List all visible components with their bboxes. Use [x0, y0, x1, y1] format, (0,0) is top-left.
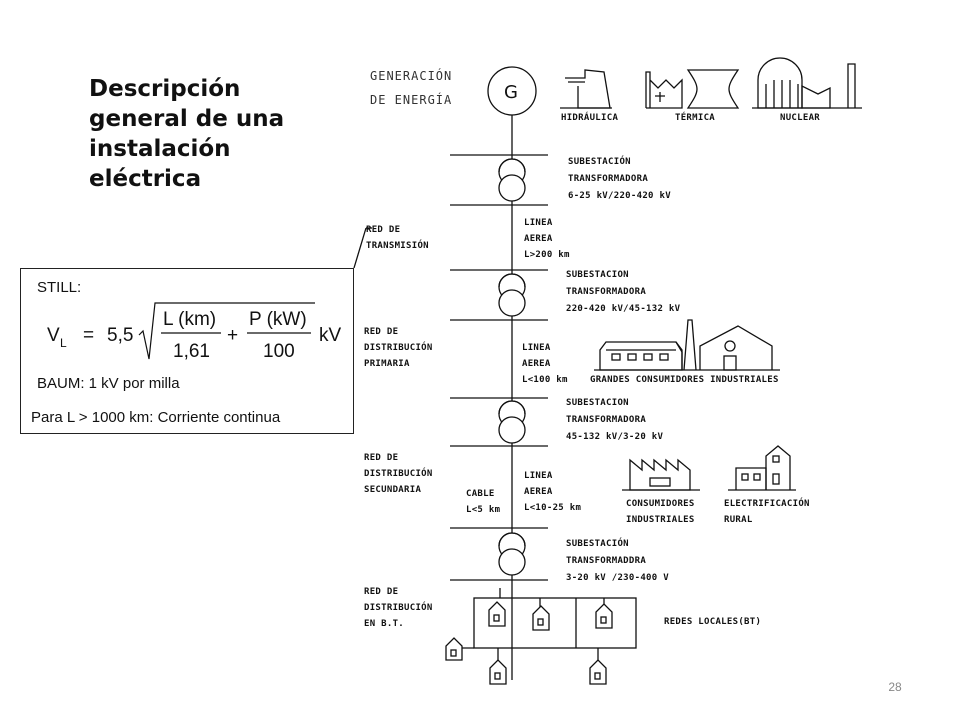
- transmission-network-label: RED DE: [366, 225, 400, 235]
- nuclear-label: NUCLEAR: [780, 113, 820, 123]
- cable-label: CABLE: [466, 489, 495, 499]
- industrial-consumers-label: CONSUMIDORES: [626, 499, 695, 509]
- substation-3-label: 45-132 kV/3-20 kV: [566, 432, 663, 442]
- transformer-icon: [498, 532, 526, 576]
- large-consumers-label: GRANDES CONSUMIDORES INDUSTRIALES: [590, 375, 779, 385]
- hydro-label: HIDRÁULICA: [561, 111, 618, 123]
- title-line: Descripción: [89, 76, 241, 102]
- house-icon: [488, 601, 506, 627]
- substation-4-label: 3-20 kV /230-400 V: [566, 573, 669, 583]
- house-icon: [445, 637, 463, 661]
- primary-network-label: PRIMARIA: [364, 359, 410, 369]
- line-2-label: L<100 km: [522, 375, 568, 385]
- house-icon: [589, 659, 607, 685]
- fraction-2-numerator: P (kW): [249, 309, 307, 330]
- secondary-network-label: SECUNDARIA: [364, 485, 421, 495]
- line-1-label: L>200 km: [524, 250, 570, 260]
- fraction-1-numerator: L (km): [163, 309, 216, 330]
- substation-3-label: SUBESTACION: [566, 398, 629, 408]
- title-line: instalación: [89, 136, 231, 162]
- secondary-network-label: DISTRIBUCIÓN: [364, 467, 433, 479]
- cable-label: L<5 km: [466, 505, 501, 515]
- still-formula: V L = 5,5 L (km) 1,61 + P (kW) 100 kV: [47, 302, 342, 362]
- formula-lhs: V: [47, 325, 60, 346]
- secondary-network-label: RED DE: [364, 453, 398, 463]
- fraction-1-denominator: 1,61: [173, 341, 210, 362]
- still-label: STILL:: [37, 279, 82, 296]
- slide-title: Descripción general de una instalación e…: [89, 74, 319, 194]
- substation-2-label: TRANSFORMADORA: [566, 287, 646, 297]
- dc-rule: Para L > 1000 km: Corriente continua: [31, 409, 281, 426]
- substation-2-label: SUBESTACION: [566, 270, 629, 280]
- generator-symbol: G: [504, 82, 518, 103]
- substation-1-label: 6-25 kV/220-420 kV: [568, 191, 671, 201]
- line-3-label: LINEA: [524, 471, 553, 481]
- generation-label: GENERACIÓN: [370, 68, 452, 83]
- line-1-label: LINEA: [524, 218, 553, 228]
- house-icon: [595, 603, 613, 629]
- thermal-plant-icon: [645, 69, 740, 109]
- substation-2-label: 220-420 kV/45-132 kV: [566, 304, 681, 314]
- substation-1-label: TRANSFORMADORA: [568, 174, 648, 184]
- callout-line: [353, 227, 367, 269]
- line-1-label: AEREA: [524, 234, 553, 244]
- house-icon: [489, 659, 507, 685]
- formula-plus: +: [227, 325, 238, 346]
- transformer-icon: [498, 400, 526, 444]
- lv-network-label: RED DE: [364, 587, 398, 597]
- formula-unit: kV: [319, 325, 342, 346]
- nuclear-plant-icon: [752, 57, 862, 109]
- line-3-label: AEREA: [524, 487, 553, 497]
- industrial-consumers-icon: [622, 458, 700, 491]
- line-2-label: AEREA: [522, 359, 551, 369]
- title-line: general de una: [89, 106, 285, 132]
- rural-label: ELECTRIFICACIÓN: [724, 497, 810, 509]
- thermal-label: TÉRMICA: [675, 111, 715, 123]
- transmission-network-label: TRANSMISIÓN: [366, 239, 429, 251]
- local-networks-label: REDES LOCALES(BT): [664, 617, 761, 627]
- substation-4-label: TRANSFORMADDRA: [566, 556, 646, 566]
- line-3-label: L<10-25 km: [524, 503, 581, 513]
- hydro-plant-icon: [560, 69, 612, 109]
- formula-lhs-subscript: L: [60, 336, 67, 350]
- substation-4-label: SUBESTACIÓN: [566, 537, 629, 549]
- line-2-label: LINEA: [522, 343, 551, 353]
- large-industrial-consumers-icon: [594, 319, 780, 371]
- formula-box: STILL: V L = 5,5 L (km) 1,61 + P (kW) 10…: [20, 268, 354, 434]
- substation-3-label: TRANSFORMADORA: [566, 415, 646, 425]
- page-number: 28: [888, 680, 902, 694]
- baum-rule: BAUM: 1 kV por milla: [37, 375, 180, 392]
- fraction-2-denominator: 100: [263, 341, 295, 362]
- generation-label: DE ENERGÍA: [370, 92, 452, 107]
- formula-coefficient: 5,5: [107, 325, 133, 346]
- rural-label: RURAL: [724, 515, 753, 525]
- primary-network-label: DISTRIBUCIÓN: [364, 341, 433, 353]
- industrial-consumers-label: INDUSTRIALES: [626, 515, 695, 525]
- house-icon: [532, 605, 550, 631]
- formula-equals: =: [83, 325, 94, 346]
- lv-network-label: DISTRIBUCIÓN: [364, 601, 433, 613]
- primary-network-label: RED DE: [364, 327, 398, 337]
- lv-network-label: EN B.T.: [364, 619, 404, 629]
- substation-1-label: SUBESTACIÓN: [568, 155, 631, 167]
- transformer-icon: [498, 273, 526, 317]
- rural-electrification-icon: [728, 445, 796, 491]
- square-root-sign: [138, 302, 315, 360]
- title-line: eléctrica: [89, 166, 202, 192]
- transformer-icon: [498, 158, 526, 202]
